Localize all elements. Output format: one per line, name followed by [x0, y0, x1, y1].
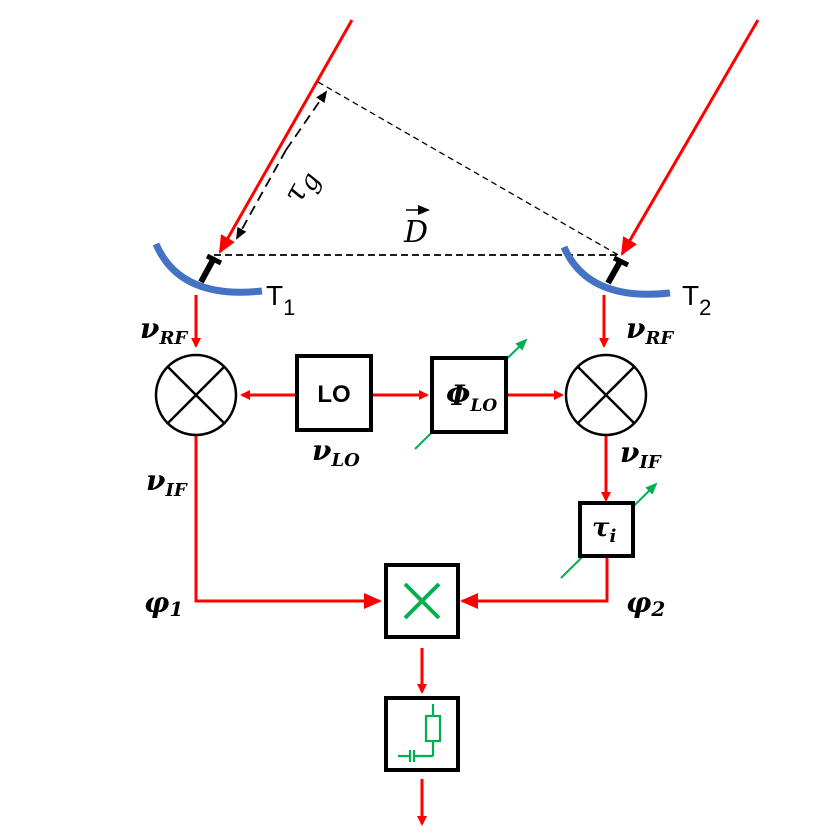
- dish-icon: [560, 245, 671, 298]
- if-label-right: νIF: [620, 436, 662, 473]
- phase-shifter-label: ΦLO: [446, 379, 497, 416]
- delay-line-block: τi: [578, 501, 635, 558]
- incoming-ray-left: [218, 19, 354, 254]
- if-label-left: νIF: [146, 464, 188, 501]
- integrator-block: [384, 696, 460, 772]
- svg-text:D: D: [403, 215, 428, 250]
- wavefront-dashed-line: [317, 81, 621, 257]
- feed-horn-icon: [605, 258, 624, 285]
- feed-horn-icon: [198, 256, 217, 284]
- incoming-ray-right: [620, 19, 760, 256]
- phase-label-right: φ2: [626, 586, 665, 621]
- if-path-left: [194, 436, 382, 609]
- local-oscillator-block: LO: [295, 354, 373, 432]
- rf-label-right: νRF: [626, 312, 674, 349]
- svg-text:τg: τg: [276, 163, 327, 211]
- svg-text:τi: τi: [592, 513, 617, 547]
- svg-text:LO: LO: [317, 381, 350, 408]
- rc-circuit-icon: [398, 704, 442, 762]
- svg-text:T2: T2: [682, 280, 711, 320]
- mixer-left: [154, 353, 238, 437]
- if-path-right: [460, 558, 609, 609]
- mixer-right: [564, 353, 648, 437]
- dish-icon: [152, 242, 263, 296]
- telescope-t1: T1: [152, 242, 295, 320]
- geometric-delay-label: τg: [276, 163, 327, 211]
- correlator-block: [384, 563, 460, 639]
- lo-frequency-label: νLO: [312, 434, 360, 471]
- phase-label-left: φ1: [144, 586, 183, 621]
- geometric-delay-arrow: [236, 90, 328, 240]
- baseline-label: D: [403, 205, 430, 250]
- telescope-t2: T2: [560, 245, 711, 320]
- rf-label-left: νRF: [140, 312, 188, 349]
- svg-text:T1: T1: [266, 280, 295, 320]
